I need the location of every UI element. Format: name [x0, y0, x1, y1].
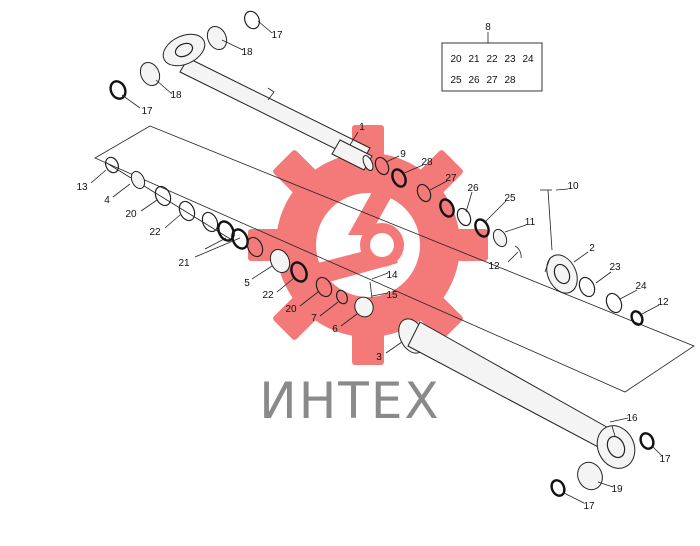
- leader-lines: [90, 20, 663, 504]
- callout-c20a: 20: [125, 209, 137, 220]
- kit-item-20: 20: [450, 54, 462, 65]
- snap-ring-17-left: [109, 80, 127, 100]
- kit-item-24: 24: [522, 54, 534, 65]
- callout-c3: 3: [376, 352, 382, 363]
- callout-c10: 10: [567, 181, 579, 192]
- seal-row-top: [374, 156, 522, 259]
- callout-c17b: 17: [141, 106, 153, 117]
- kit-label: 8: [485, 22, 491, 33]
- callout-c21: 21: [178, 258, 190, 269]
- callout-c23a: 23: [609, 262, 621, 273]
- callout-c27a: 27: [445, 173, 457, 184]
- gland-head-2: [540, 189, 578, 294]
- callout-c18b: 18: [170, 90, 182, 101]
- callout-c4: 4: [104, 195, 110, 206]
- kit-item-25: 25: [450, 75, 462, 86]
- callout-c22b: 22: [262, 290, 274, 301]
- watermark-gear-icon: [248, 125, 488, 365]
- kit-item-21: 21: [468, 54, 480, 65]
- callout-c14: 14: [386, 270, 398, 281]
- bushing-18-top: [206, 25, 228, 51]
- callout-c28a: 28: [421, 157, 433, 168]
- callout-c25a: 25: [504, 193, 516, 204]
- kit-item-27: 27: [486, 75, 498, 86]
- ring-24: [605, 292, 623, 314]
- snap-ring-17-right: [639, 432, 655, 450]
- kit-item-22: 22: [486, 54, 498, 65]
- kit-item-26: 26: [468, 75, 480, 86]
- repair-kit-box: 8 20 21 22 23 24 25 26 27 28: [441, 22, 543, 92]
- cylinder-barrel: [162, 33, 374, 171]
- callout-c16: 16: [626, 413, 638, 424]
- callout-c11: 11: [525, 217, 536, 228]
- callout-c5: 5: [244, 278, 250, 289]
- ring-23: [578, 276, 596, 298]
- bushing-19: [577, 461, 603, 491]
- callout-c15: 15: [386, 290, 398, 301]
- callout-c17d: 17: [583, 501, 595, 512]
- ring-12-right: [630, 310, 644, 326]
- callout-c19: 19: [611, 484, 623, 495]
- watermark-text: ИНТЕХ: [259, 372, 440, 430]
- callout-c6: 6: [332, 324, 338, 335]
- callout-c12b: 12: [657, 297, 669, 308]
- snap-ring-17-top: [244, 10, 260, 30]
- callout-c20b: 20: [285, 304, 297, 315]
- callout-c17a: 17: [271, 30, 283, 41]
- assembly-frame: [94, 125, 695, 393]
- callout-c17c: 17: [659, 454, 671, 465]
- piston-seal-row: [104, 156, 374, 318]
- callout-c12a: 12: [488, 261, 500, 272]
- callout-c26a: 26: [467, 183, 479, 194]
- callout-c18a: 18: [241, 47, 253, 58]
- callout-c1: 1: [359, 122, 365, 133]
- bushing-18-left: [139, 61, 161, 87]
- callout-c22a: 22: [149, 227, 161, 238]
- callout-labels: 1718171819282726251011122232412134202221…: [76, 30, 671, 512]
- kit-item-23: 23: [504, 54, 516, 65]
- callout-c7: 7: [311, 313, 317, 324]
- snap-ring-17-bottom: [550, 479, 566, 497]
- kit-item-28: 28: [504, 75, 516, 86]
- piston-rod-3: [398, 318, 636, 469]
- callout-c2: 2: [589, 243, 595, 254]
- callout-c9: 9: [400, 149, 406, 160]
- callout-c13: 13: [76, 182, 88, 193]
- callout-c24a: 24: [635, 281, 647, 292]
